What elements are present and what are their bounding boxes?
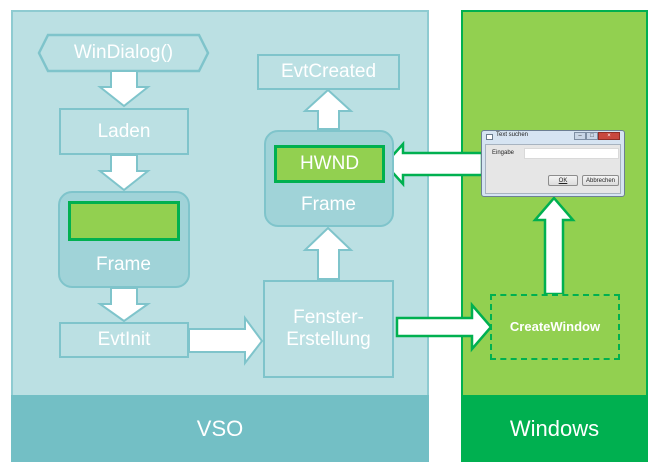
dialog-window: Text suchen – □ × Eingabe OK Abbrechen (481, 130, 625, 197)
windows-footer-label: Windows (509, 415, 600, 441)
frame-right: HWND Frame (264, 130, 394, 227)
load-node: Laden (59, 108, 189, 155)
arrow-evtinit-to-creation (188, 314, 264, 366)
frame-left: Frame (58, 191, 190, 288)
windows-footer: Windows (461, 395, 648, 462)
create-window-label: CreateWindow (509, 318, 601, 334)
arrow-start-to-load (97, 70, 151, 108)
dialog-titlebar: Text suchen – □ × (482, 131, 624, 143)
arrow-frame-to-evtinit (96, 287, 152, 323)
dialog-client: Eingabe OK Abbrechen (485, 144, 621, 194)
dialog-minimize-button[interactable]: – (574, 132, 586, 140)
dialog-cancel-label: Abbrechen (585, 178, 616, 184)
dialog-close-button[interactable]: × (598, 132, 620, 140)
dialog-maximize-button[interactable]: □ (586, 132, 598, 140)
evt-init-node: EvtInit (59, 322, 189, 358)
arrow-createwindow-to-dialog (532, 196, 576, 296)
frame-right-label: Frame (301, 194, 356, 216)
dialog-ok-label: OK (558, 178, 568, 184)
load-node-label: Laden (97, 120, 151, 142)
arrow-frame-to-evtcreated (302, 88, 354, 130)
frame-left-label: Frame (96, 254, 151, 276)
window-creation-label-line2: Erstellung (286, 329, 371, 350)
window-creation-node: Fenster- Erstellung (263, 280, 394, 378)
evt-init-label: EvtInit (97, 329, 151, 351)
hwnd-node: HWND (274, 145, 385, 183)
dialog-cancel-button[interactable]: Abbrechen (582, 175, 619, 186)
arrow-dialog-to-hwnd (383, 140, 484, 188)
create-window-node: CreateWindow (490, 294, 620, 360)
dialog-ok-button[interactable]: OK (548, 175, 578, 186)
frame-right-caption: Frame (266, 189, 391, 221)
arrow-creation-to-frame (302, 226, 354, 280)
frame-left-handle-slot (68, 201, 180, 241)
evt-created-label: EvtCreated (280, 61, 377, 83)
frame-left-caption: Frame (60, 249, 187, 281)
vso-footer-label: VSO (196, 415, 244, 441)
dialog-text-input[interactable] (524, 148, 619, 159)
evt-created-node: EvtCreated (257, 54, 400, 90)
vso-footer: VSO (11, 395, 429, 462)
start-node: WinDialog() (39, 35, 208, 71)
hwnd-label: HWND (299, 153, 360, 175)
start-node-shape (37, 33, 210, 73)
window-creation-label-line1: Fenster- (293, 307, 364, 329)
start-node-label: WinDialog() (73, 42, 174, 64)
arrow-load-to-frame (97, 154, 151, 192)
arrow-creation-to-createwindow (395, 301, 493, 353)
dialog-field-label: Eingabe (492, 150, 515, 156)
dialog-app-icon (486, 134, 493, 140)
dialog-title: Text suchen (496, 132, 529, 138)
